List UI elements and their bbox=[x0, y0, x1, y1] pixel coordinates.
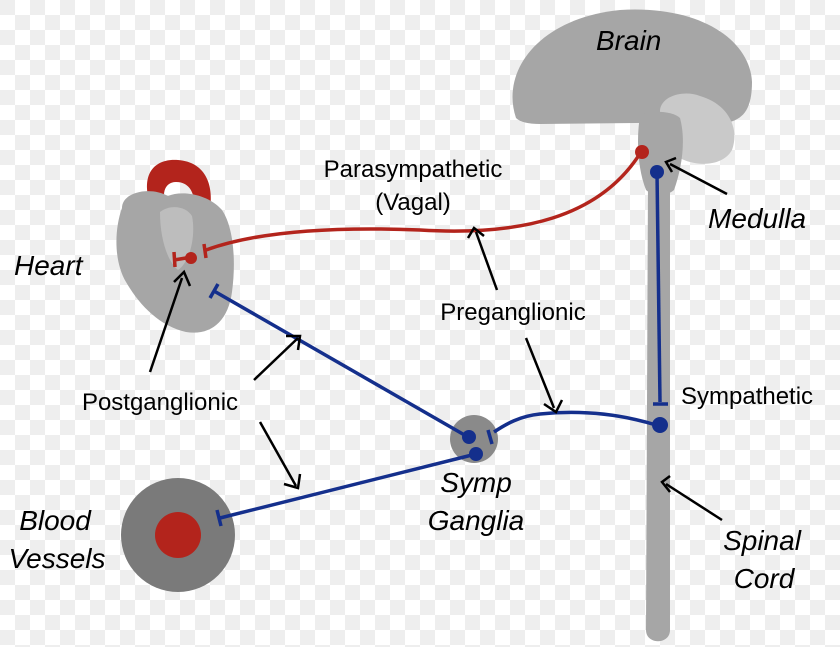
spinal-cord-arrow-head bbox=[660, 475, 671, 493]
preganglionic-label: Preganglionic bbox=[440, 299, 585, 326]
sympathetic-preganglionic-fiber bbox=[493, 410, 657, 434]
parasympathetic-terminal-tick bbox=[172, 251, 177, 268]
postganglionic-arrow-sympathetic-head bbox=[286, 334, 302, 351]
sympathetic-vessel-terminal bbox=[215, 509, 223, 527]
sympathetic-cell-body-spinal bbox=[652, 417, 668, 433]
brain-label: Brain bbox=[596, 25, 661, 56]
spinal-cord-label-line2: Cord bbox=[734, 563, 796, 594]
heart-highlight bbox=[160, 207, 194, 270]
preganglionic-arrow-sympathetic bbox=[524, 337, 556, 409]
postganglionic-label: Postganglionic bbox=[82, 389, 238, 416]
medulla-arrow bbox=[669, 162, 728, 196]
sympathetic-heart-terminal bbox=[208, 283, 220, 299]
vagal-label: (Vagal) bbox=[375, 189, 451, 216]
postganglionic-arrow-vessel-head bbox=[283, 473, 302, 490]
spinal-cord-arrow bbox=[665, 482, 723, 522]
postganglionic-arrow-heart-nerve bbox=[148, 277, 184, 373]
parasympathetic-preganglionic-fiber bbox=[205, 151, 643, 252]
medulla-shape bbox=[638, 111, 683, 195]
parasympathetic-terminal-heart bbox=[202, 243, 208, 259]
postganglionic-arrow-sympathetic bbox=[253, 337, 299, 381]
blood-vessel-lumen bbox=[155, 512, 201, 558]
preganglionic-arrow-vagal bbox=[474, 231, 499, 291]
ganglion-cell-vessel bbox=[469, 447, 483, 461]
preganglionic-arrow-vagal-head bbox=[466, 226, 485, 239]
annotation-arrows bbox=[148, 156, 728, 522]
sympathetic-postganglionic-heart-fiber bbox=[213, 289, 469, 439]
sympathetic-descending-fiber bbox=[655, 171, 662, 403]
medulla-label: Medulla bbox=[708, 203, 806, 234]
preganglionic-arrow-sympathetic-head bbox=[543, 399, 564, 414]
spinal-cord-shape bbox=[646, 180, 670, 642]
symp-ganglia-label-line2: Ganglia bbox=[428, 505, 525, 536]
heart-label: Heart bbox=[14, 250, 84, 281]
symp-ganglia-label-line1: Symp bbox=[440, 467, 512, 498]
postganglionic-arrow-vessel bbox=[258, 421, 298, 487]
sympathetic-cell-body-medulla bbox=[650, 165, 664, 179]
sympathetic-postganglionic-vessel-fiber bbox=[219, 452, 477, 520]
blood-vessels-label-line2: Vessels bbox=[8, 543, 105, 574]
spinal-cord-label-line1: Spinal bbox=[723, 525, 802, 556]
parasympathetic-label: Parasympathetic bbox=[324, 156, 503, 183]
postganglionic-arrow-heart-nerve-head bbox=[173, 269, 192, 287]
medulla-arrow-head bbox=[664, 156, 677, 173]
parasympathetic-ganglion-cell-heart bbox=[185, 252, 197, 264]
sympathetic-label: Sympathetic bbox=[681, 383, 813, 410]
parasympathetic-cell-body-medulla bbox=[635, 145, 649, 159]
sympathetic-preganglionic-terminal bbox=[486, 429, 494, 445]
blood-vessels-label-line1: Blood bbox=[19, 505, 92, 536]
ganglion-cell-heart bbox=[462, 430, 476, 444]
